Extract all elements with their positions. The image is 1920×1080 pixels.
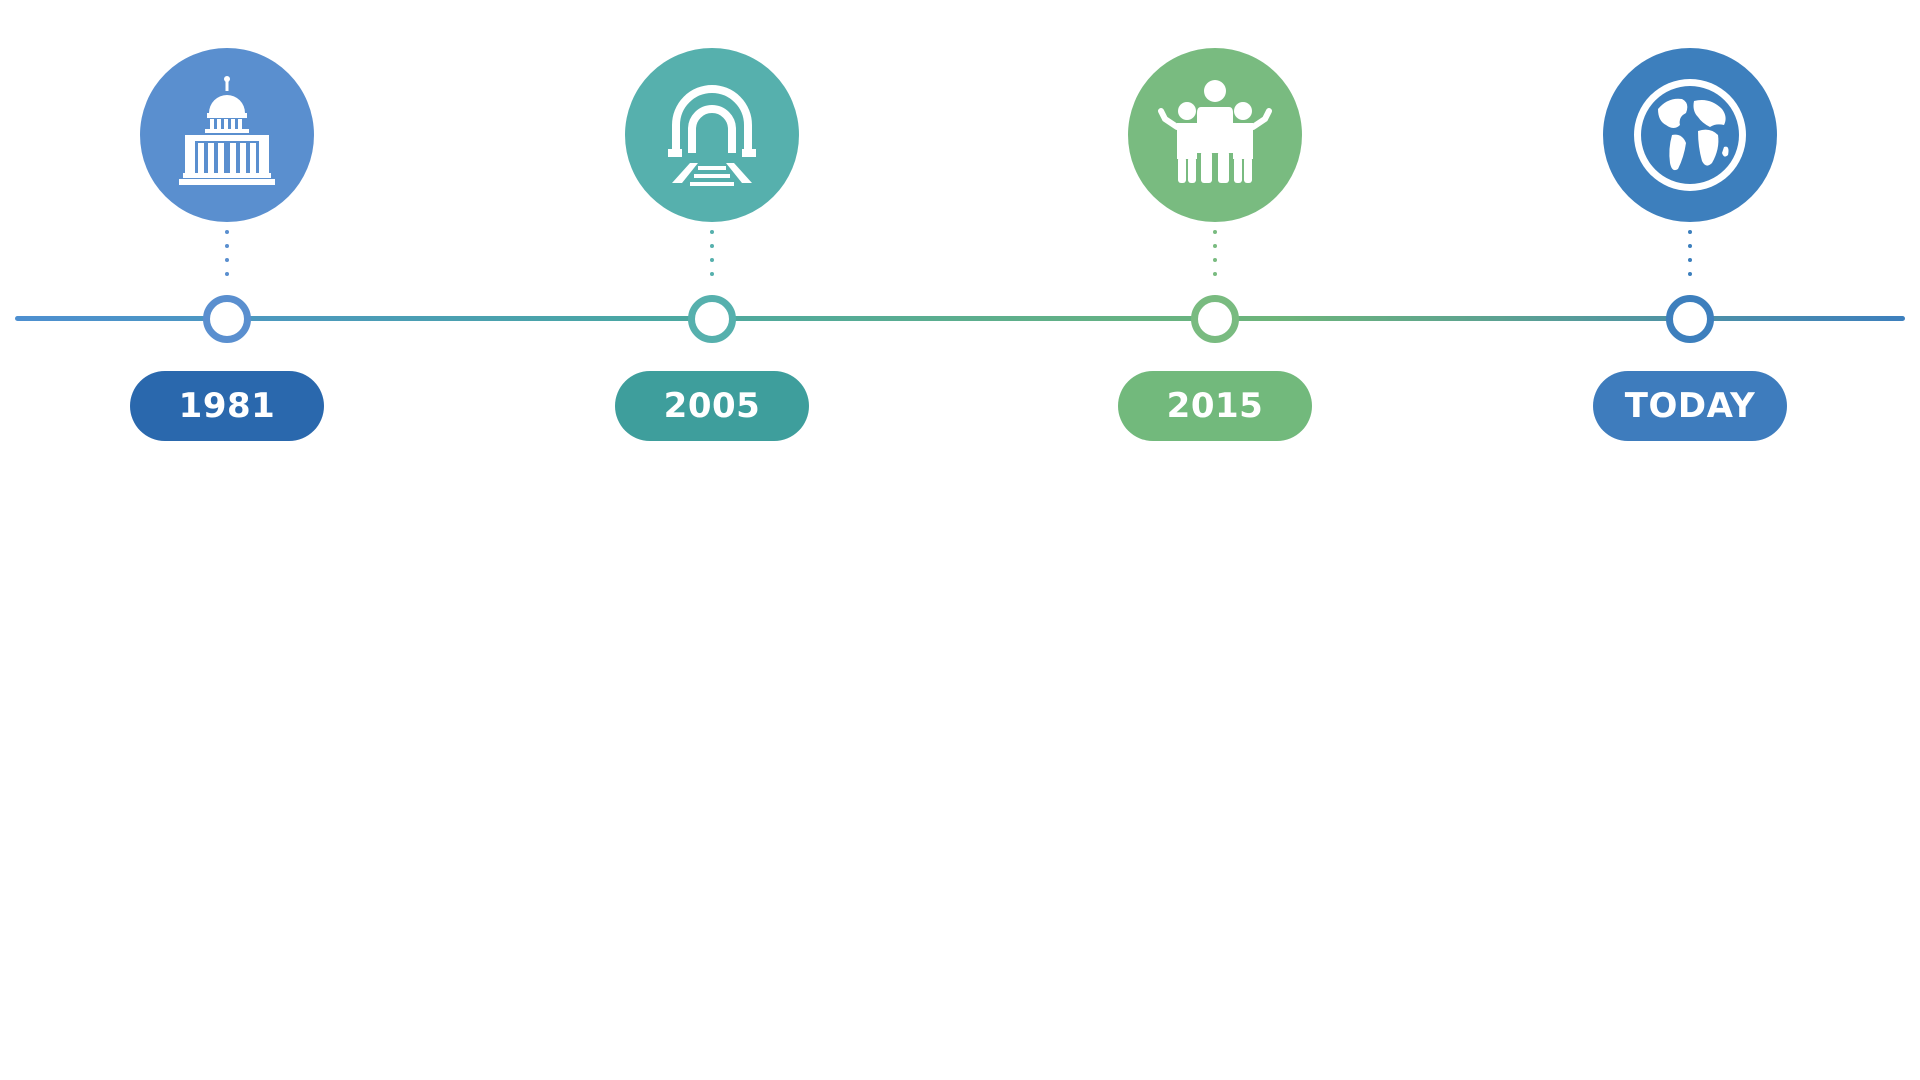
connector-dots <box>224 230 230 290</box>
timeline-node <box>1666 295 1714 343</box>
milestone-icon-circle <box>625 48 799 222</box>
milestone-2005: 2005 <box>592 0 832 460</box>
connector-dots <box>709 230 715 290</box>
milestone-icon-circle <box>140 48 314 222</box>
connector-dots <box>1687 230 1693 290</box>
timeline-node <box>688 295 736 343</box>
timeline-axis-line <box>15 316 1905 321</box>
milestone-2015: 2015 <box>1095 0 1335 460</box>
tunnel-icon <box>668 85 756 186</box>
milestone-today: TODAY <box>1570 0 1810 460</box>
milestone-icon-circle <box>1128 48 1302 222</box>
capitol-building-icon <box>179 76 275 185</box>
year-pill: 2015 <box>1118 371 1312 441</box>
milestone-1981: 1981 <box>107 0 347 460</box>
year-pill: TODAY <box>1593 371 1787 441</box>
family-icon <box>1158 80 1272 183</box>
timeline-node <box>1191 295 1239 343</box>
connector-dots <box>1212 230 1218 290</box>
year-pill: 2005 <box>615 371 809 441</box>
timeline-node <box>203 295 251 343</box>
year-pill: 1981 <box>130 371 324 441</box>
milestone-icon-circle <box>1603 48 1777 222</box>
globe-icon <box>1634 79 1746 191</box>
